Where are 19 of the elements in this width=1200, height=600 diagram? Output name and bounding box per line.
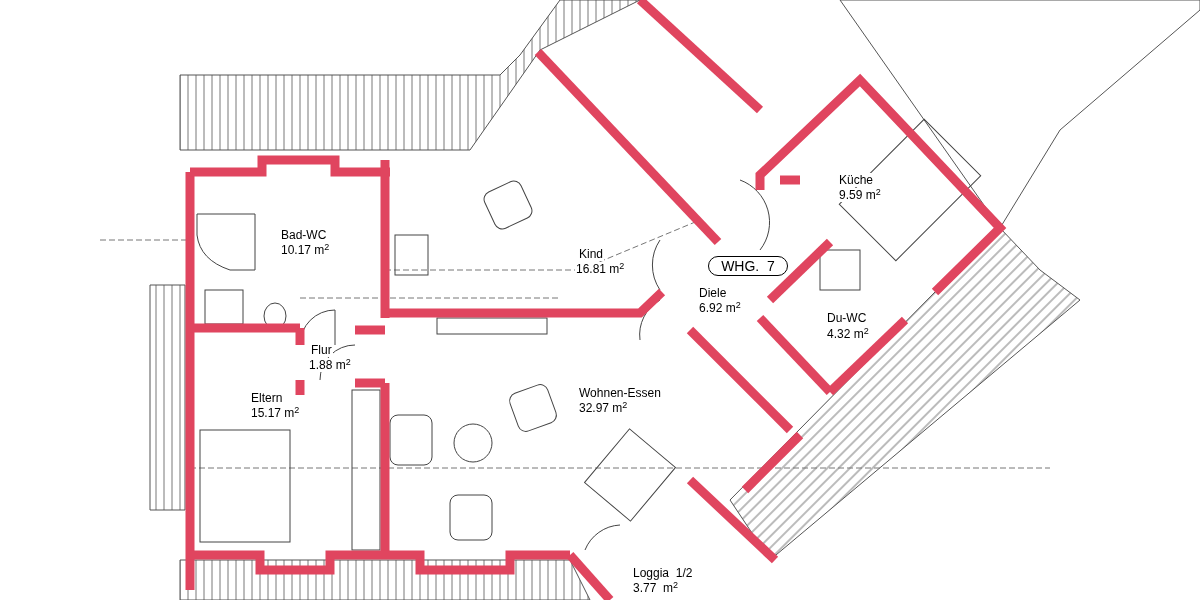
room-label: Wohnen-Essen <box>578 386 662 400</box>
room-label: 1.88 m$^{2}$ <box>308 358 352 372</box>
room-label: 32.97 m$^{2}$ <box>578 401 629 415</box>
room-label: 10.17 m$^{2}$ <box>280 243 331 257</box>
apartment-tag: WHG. 7 <box>708 256 788 276</box>
room-label: Flur <box>310 343 333 357</box>
room-label: 4.32 m$^{2}$ <box>826 327 870 341</box>
room-label: Loggia 1/2 <box>632 566 694 580</box>
room-label: Bad-WC <box>280 228 328 242</box>
room-label: 16.81 m$^{2}$ <box>575 262 626 276</box>
room-label: Du-WC <box>826 311 868 325</box>
room-label: Diele <box>698 286 728 300</box>
room-label: 6.92 m$^{2}$ <box>698 301 742 315</box>
room-label: 3.77 m$^{2}$ <box>632 581 680 595</box>
room-label: 15.17 m$^{2}$ <box>250 406 301 420</box>
room-label: Kind <box>578 247 605 261</box>
room-label: Eltern <box>250 391 284 405</box>
room-label: Küche <box>838 173 875 187</box>
room-label: 9.59 m$^{2}$ <box>838 188 882 202</box>
